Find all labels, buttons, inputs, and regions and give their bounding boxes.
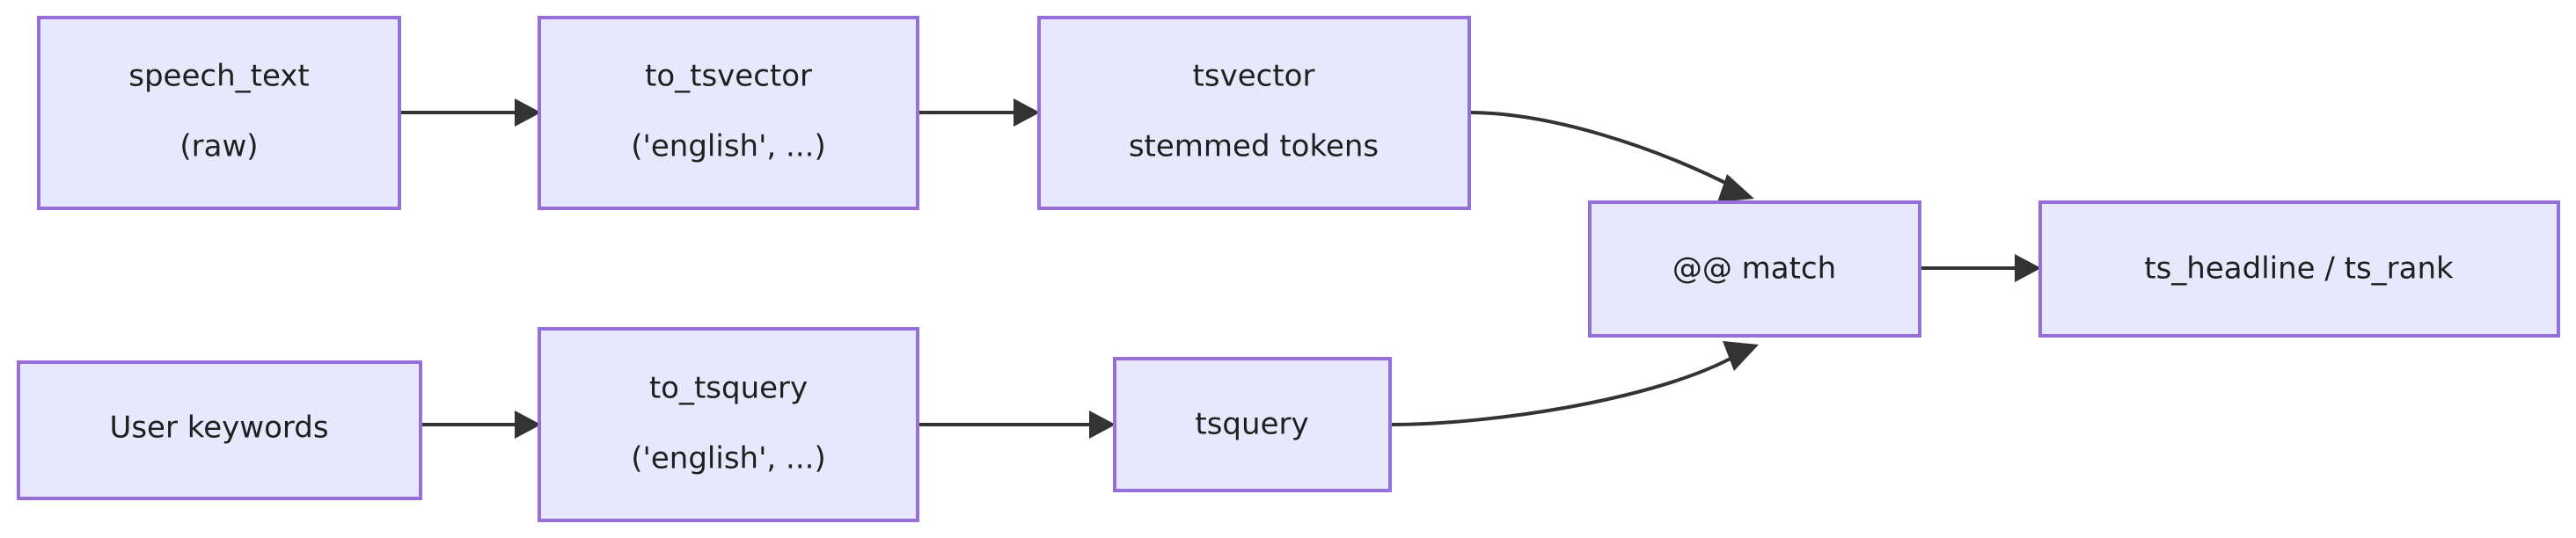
edge-tsquery-to-match: [1389, 341, 1759, 426]
node-speech-text[interactable]: speech_text (raw): [37, 16, 401, 210]
node-shape: [1037, 16, 1471, 210]
edge-line: [1468, 111, 1738, 191]
node-label-line1: to_tsvector: [645, 59, 812, 94]
edge-to-tsvector-to-tsvector: [917, 98, 1040, 127]
node-shape: [1588, 200, 1921, 338]
node-label-line1: tsquery: [1195, 407, 1308, 442]
edge-to-tsquery-to-tsquery: [917, 411, 1116, 439]
node-label-line1: to_tsquery: [649, 371, 808, 406]
node-label-line2: ('english', ...): [631, 129, 825, 164]
node-label-line2: (raw): [179, 129, 258, 164]
node-shape: [1113, 357, 1392, 492]
edge-speech-text-to-to-tsvector: [399, 98, 541, 127]
arrowhead-icon: [1723, 341, 1759, 371]
node-label-line1: User keywords: [109, 411, 328, 446]
node-label-line2: stemmed tokens: [1129, 129, 1379, 164]
arrowhead-icon: [515, 411, 541, 439]
node-output[interactable]: ts_headline / ts_rank: [2038, 200, 2560, 338]
arrowhead-icon: [515, 98, 541, 127]
node-shape: [538, 16, 919, 210]
node-tsquery[interactable]: tsquery: [1113, 357, 1392, 492]
arrowhead-icon: [1717, 174, 1754, 202]
edge-layer: [399, 98, 2041, 439]
node-shape: [37, 16, 401, 210]
edge-tsvector-to-match: [1468, 111, 1754, 202]
node-to-tsvector[interactable]: to_tsvector ('english', ...): [538, 16, 919, 210]
node-user-keywords[interactable]: User keywords: [17, 360, 422, 500]
arrowhead-icon: [1089, 411, 1116, 439]
node-tsvector[interactable]: tsvector stemmed tokens: [1037, 16, 1471, 210]
node-label-line1: @@ match: [1672, 251, 1836, 287]
arrowhead-icon: [2015, 254, 2041, 282]
node-to-tsquery[interactable]: to_tsquery ('english', ...): [538, 327, 919, 522]
node-shape: [538, 327, 919, 522]
edge-line: [1389, 348, 1747, 426]
node-shape: [2038, 200, 2560, 338]
arrowhead-icon: [1014, 98, 1040, 127]
node-label-line1: tsvector: [1193, 59, 1315, 94]
node-label-line1: speech_text: [128, 59, 309, 94]
node-layer: speech_text (raw) to_tsvector ('english'…: [17, 16, 2560, 522]
edge-user-keywords-to-to-tsquery: [421, 411, 541, 439]
edge-match-to-output: [1920, 254, 2041, 282]
node-label-line1: ts_headline / ts_rank: [2144, 251, 2454, 287]
node-label-line2: ('english', ...): [631, 441, 825, 476]
node-match[interactable]: @@ match: [1588, 200, 1921, 338]
node-shape: [17, 360, 422, 500]
